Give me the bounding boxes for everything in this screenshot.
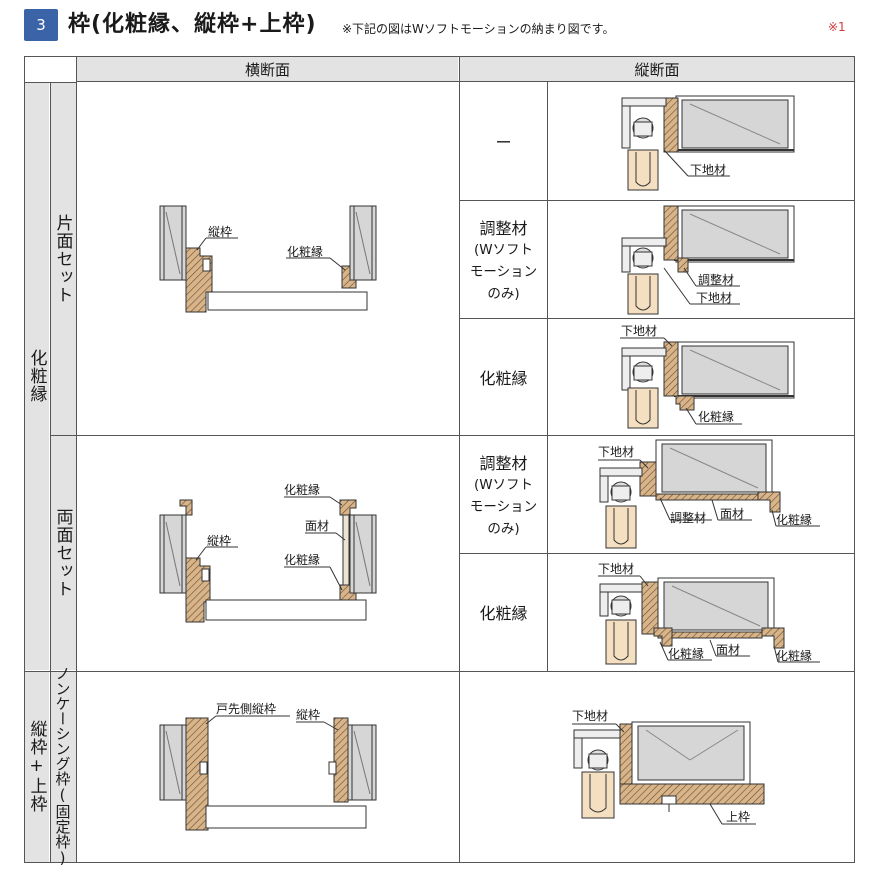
row-label-5-text: 化粧縁 [479, 604, 528, 623]
row-label-5: 化粧縁 [460, 554, 547, 670]
label-tatewaku-2: 縦枠 [207, 534, 231, 548]
tate-noncasing-diagram [572, 721, 765, 825]
tate-row2-diagram [621, 205, 795, 315]
row-label-2-sub1: (Wソフト [473, 241, 534, 258]
label-keshoubuchi-1: 化粧縁 [287, 244, 323, 259]
subgroup-label-noncasing: ノンケーシング枠(固定枠) [53, 666, 72, 867]
figure-note: ※下記の図はWソフトモーションの納まり図です。 [342, 22, 615, 36]
label-keshoubuchi-4: 化粧縁 [776, 512, 812, 527]
footnote-ref: ※1 [828, 20, 846, 34]
label-shitajizai-4: 下地材 [598, 445, 634, 459]
label-chouseizai-2: 調整材 [670, 510, 706, 525]
group-label-keshoubuchi: 化粧縁 [26, 349, 47, 403]
yoko-katamen-diagram [159, 205, 377, 313]
subgroup-band-1 [50, 82, 76, 435]
row-label-1-text: ー [495, 133, 512, 152]
section-title: 枠(化粧縁、縦枠+上枠) [68, 12, 317, 37]
column-header-yoko: 横断面 [77, 57, 458, 81]
subgroup-label-ryoumen: 両面セット [52, 508, 73, 598]
label-tatewaku-3: 縦枠 [296, 708, 320, 722]
label-keshoubuchi-2b: 化粧縁 [284, 552, 320, 567]
label-shitajizai-2: 下地材 [696, 291, 732, 305]
row-label-2: 調整材 (Wソフト モーション のみ) [460, 201, 547, 318]
row-label-4-sub3: のみ) [487, 520, 520, 537]
group-label-tatewaku-uwawaku: 縦枠+上枠 [26, 720, 47, 813]
row-label-2-sub3: のみ) [487, 285, 520, 302]
section-number-badge: 3 [24, 9, 58, 41]
table-grid [24, 56, 855, 863]
label-uwawaku: 上枠 [726, 810, 750, 824]
tate-row1-diagram [621, 95, 795, 191]
row-label-4-sub1: (Wソフト [473, 476, 534, 493]
column-header-tate: 縦断面 [460, 57, 854, 81]
label-shitajizai-6: 下地材 [572, 709, 608, 723]
subgroup-band-2 [50, 436, 76, 670]
tate-row3-diagram [620, 337, 795, 429]
label-keshoubuchi-3: 化粧縁 [698, 409, 734, 424]
row-label-2-text: 調整材 [479, 218, 528, 238]
label-tosakigawa-tatewaku: 戸先側縦枠 [216, 702, 276, 716]
yoko-ryoumen-diagram [159, 496, 377, 623]
label-shitajizai-5: 下地材 [598, 562, 634, 576]
label-shitajizai-3: 下地材 [621, 324, 657, 338]
group-band-2 [25, 671, 49, 862]
label-menzai-2: 面材 [720, 507, 744, 521]
label-keshoubuchi-2a: 化粧縁 [284, 482, 320, 497]
row-label-4-sub2: モーション [469, 498, 538, 515]
row-label-4: 調整材 (Wソフト モーション のみ) [460, 436, 547, 553]
label-menzai-3: 面材 [716, 643, 740, 657]
label-chouseizai-1: 調整材 [698, 272, 734, 287]
group-band-1 [25, 82, 49, 670]
row-label-1: ー [460, 82, 547, 200]
subgroup-band-3 [50, 671, 76, 862]
subgroup-label-katamen: 片面セット [52, 213, 73, 304]
yoko-noncasing-diagram [159, 715, 377, 831]
label-keshoubuchi-5b: 化粧縁 [776, 648, 812, 663]
label-shitajizai-1: 下地材 [690, 163, 726, 177]
row-label-2-sub2: モーション [469, 263, 538, 280]
row-label-4-text: 調整材 [479, 453, 528, 473]
label-tatewaku-1: 縦枠 [208, 225, 232, 239]
row-label-3-text: 化粧縁 [479, 369, 528, 388]
tate-row4-diagram [598, 439, 820, 549]
tate-row5-diagram [598, 575, 820, 665]
label-keshoubuchi-5a: 化粧縁 [668, 646, 704, 661]
label-menzai-1: 面材 [305, 519, 329, 533]
row-label-3: 化粧縁 [460, 319, 547, 435]
